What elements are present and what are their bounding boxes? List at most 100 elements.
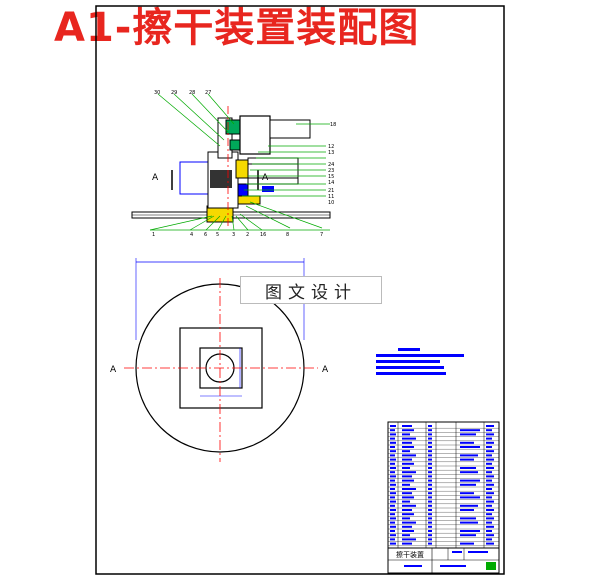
parts-list-cell bbox=[460, 483, 476, 486]
parts-list-cell bbox=[402, 471, 416, 474]
parts-list-cell bbox=[390, 429, 395, 432]
parts-list-cell bbox=[428, 488, 432, 490]
parts-list-cell bbox=[460, 504, 478, 507]
parts-list-cell bbox=[428, 462, 432, 465]
parts-list-cell bbox=[486, 483, 494, 486]
parts-list-cell bbox=[486, 517, 494, 520]
parts-list-cell bbox=[390, 475, 396, 478]
parts-list-cell bbox=[428, 454, 432, 457]
parts-list-cell bbox=[428, 479, 432, 482]
parts-list-cell bbox=[428, 429, 432, 432]
parts-list-cell bbox=[390, 513, 395, 516]
parts-list-cell bbox=[486, 479, 492, 482]
parts-list-cell bbox=[486, 454, 492, 457]
title-block-label: 擦干装置 bbox=[396, 550, 424, 559]
part-number: 3 bbox=[232, 232, 235, 238]
parts-list-cell bbox=[402, 530, 414, 532]
parts-list-cell bbox=[402, 488, 416, 490]
parts-list-cell bbox=[460, 530, 480, 532]
parts-list-cell bbox=[428, 504, 432, 507]
parts-list-cell bbox=[486, 471, 492, 474]
parts-list-cell bbox=[460, 467, 476, 469]
part-number: 13 bbox=[328, 150, 334, 156]
part-number: 12 bbox=[328, 144, 334, 150]
parts-list-cell bbox=[390, 517, 396, 520]
parts-list-cell bbox=[402, 513, 414, 516]
parts-list-cell bbox=[428, 509, 432, 511]
parts-list-cell bbox=[460, 433, 476, 436]
parts-list-cell bbox=[402, 542, 412, 545]
parts-list-cell bbox=[486, 441, 494, 444]
drawing-frame bbox=[95, 5, 505, 575]
parts-list-cell bbox=[402, 525, 412, 528]
parts-list-cell bbox=[390, 441, 396, 444]
parts-list-cell bbox=[460, 534, 476, 537]
parts-list-cell bbox=[402, 458, 412, 461]
parts-list-cell bbox=[428, 425, 432, 427]
parts-list-cell bbox=[402, 425, 412, 427]
parts-list-cell bbox=[390, 500, 396, 503]
parts-list-cell bbox=[390, 530, 395, 532]
parts-list-cell bbox=[390, 538, 395, 541]
parts-list-cell bbox=[402, 504, 416, 507]
parts-list-cell bbox=[460, 429, 480, 432]
part-number: 15 bbox=[328, 174, 334, 180]
parts-list-cell bbox=[402, 475, 412, 478]
part-number: 11 bbox=[328, 194, 334, 200]
axis-label-left: A bbox=[110, 365, 117, 375]
parts-list-cell bbox=[390, 467, 396, 469]
parts-list-cell bbox=[428, 483, 432, 486]
parts-list-cell bbox=[486, 446, 492, 448]
axis-label-right: A bbox=[322, 365, 329, 375]
parts-list-cell bbox=[486, 538, 492, 541]
section-label-right: A bbox=[262, 173, 269, 183]
parts-list-cell bbox=[486, 488, 492, 490]
parts-list-cell bbox=[390, 525, 396, 528]
parts-list-cell bbox=[460, 471, 478, 474]
part-number: 30 bbox=[154, 90, 160, 96]
parts-list-cell bbox=[428, 496, 432, 499]
parts-list-cell bbox=[428, 471, 432, 474]
parts-list-cell bbox=[390, 483, 396, 486]
parts-list-cell bbox=[390, 446, 395, 448]
parts-list-cell bbox=[390, 542, 396, 545]
parts-list-cell bbox=[402, 483, 410, 486]
part-number: 14 bbox=[328, 180, 334, 186]
parts-list-cell bbox=[428, 441, 432, 444]
parts-list-cell bbox=[460, 479, 480, 482]
parts-list-cell bbox=[390, 488, 395, 490]
parts-list-cell bbox=[428, 437, 432, 440]
parts-list-cell bbox=[428, 446, 432, 448]
part-number: 24 bbox=[328, 162, 334, 168]
section-label-left: A bbox=[152, 173, 159, 183]
parts-list-cell bbox=[428, 530, 432, 532]
part-number: 8 bbox=[286, 232, 289, 238]
parts-list-cell bbox=[428, 525, 432, 528]
parts-list-cell bbox=[486, 534, 494, 537]
parts-list-cell bbox=[390, 458, 396, 461]
part-number: 28 bbox=[189, 90, 195, 96]
parts-list-cell bbox=[402, 509, 412, 511]
parts-list-cell bbox=[460, 492, 474, 495]
plan-view bbox=[124, 258, 318, 462]
part-number: 21 bbox=[328, 188, 334, 194]
parts-list-cell bbox=[390, 454, 395, 457]
parts-list-cell bbox=[460, 509, 474, 511]
parts-list-cell bbox=[428, 513, 432, 516]
parts-list-cell bbox=[486, 475, 494, 478]
parts-list-cell bbox=[390, 509, 396, 511]
parts-list-cell bbox=[428, 517, 432, 520]
parts-list-rows bbox=[388, 425, 499, 546]
section-view bbox=[131, 93, 331, 231]
parts-list-cell bbox=[428, 467, 432, 469]
parts-list-cell bbox=[402, 479, 414, 482]
parts-list-cell bbox=[402, 496, 414, 499]
part-number: 29 bbox=[171, 90, 177, 96]
parts-list-cell bbox=[402, 454, 416, 457]
parts-list-cell bbox=[486, 425, 494, 427]
parts-list-cell bbox=[402, 517, 410, 520]
parts-list-cell bbox=[486, 509, 494, 511]
parts-list-cell bbox=[460, 496, 480, 499]
part-number: 10 bbox=[328, 200, 334, 206]
parts-list-cell bbox=[402, 534, 410, 537]
